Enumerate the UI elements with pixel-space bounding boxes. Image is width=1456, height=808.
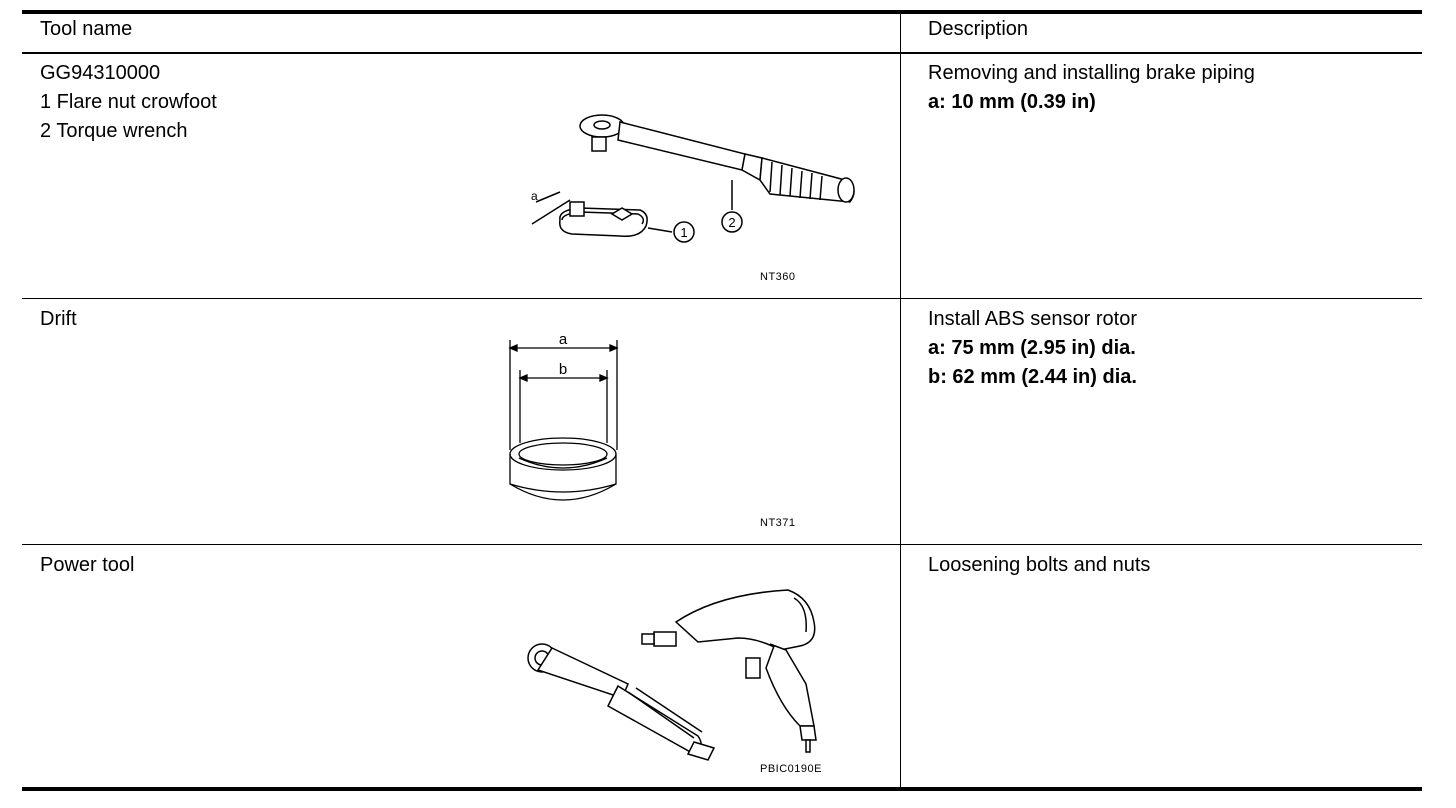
- header-description: Description: [928, 18, 1029, 40]
- table-row-1-tool: GG94310000 1 Flare nut crowfoot 2 Torque…: [40, 59, 217, 146]
- table-row-2-description: Install ABS sensor rotor a: 75 mm (2.95 …: [928, 305, 1137, 392]
- description-title: Removing and installing brake piping: [928, 62, 1255, 84]
- tool-name: Drift: [40, 308, 77, 330]
- special-tools-table: Tool name Description GG94310000 1 Flare…: [22, 10, 1422, 792]
- description-title: Install ABS sensor rotor: [928, 308, 1137, 330]
- spec-a: a: 75 mm (2.95 in) dia.: [928, 337, 1136, 359]
- part-1-callout: 1: [680, 225, 687, 240]
- spec-b: b: 62 mm (2.44 in) dia.: [928, 366, 1137, 388]
- column-divider: [900, 10, 901, 791]
- tool-name: Power tool: [40, 554, 135, 576]
- table-bottom-rule: [22, 787, 1422, 791]
- part-2-callout: 2: [728, 215, 735, 230]
- description-title: Loosening bolts and nuts: [928, 554, 1151, 576]
- dimension-b-label: b: [559, 361, 567, 378]
- row-divider: [22, 544, 1422, 545]
- table-row-1-description: Removing and installing brake piping a: …: [928, 59, 1255, 117]
- tool-number: GG94310000: [40, 62, 161, 84]
- header-tool-name: Tool name: [40, 18, 133, 40]
- dimension-a-label: a: [531, 189, 538, 203]
- torque-wrench-crowfoot-figure: a 1 2: [531, 114, 855, 243]
- header-rule: [22, 52, 1422, 54]
- power-tools-figure: [527, 589, 817, 761]
- tool-part-2: 2 Torque wrench: [40, 120, 188, 142]
- figure-code: NT360: [760, 271, 796, 283]
- table-top-rule: [22, 10, 1422, 14]
- row-divider: [22, 298, 1422, 299]
- table-row-3-tool: Power tool: [40, 551, 135, 580]
- figure-code: PBIC0190E: [760, 763, 822, 775]
- dimension-a-label: a: [559, 331, 568, 348]
- spec-a: a: 10 mm (0.39 in): [928, 91, 1096, 113]
- table-row-3-description: Loosening bolts and nuts: [928, 551, 1150, 580]
- drift-figure: a b: [508, 331, 619, 501]
- table-row-2-tool: Drift: [40, 305, 77, 334]
- tool-part-1: 1 Flare nut crowfoot: [40, 91, 217, 113]
- figure-code: NT371: [760, 517, 796, 529]
